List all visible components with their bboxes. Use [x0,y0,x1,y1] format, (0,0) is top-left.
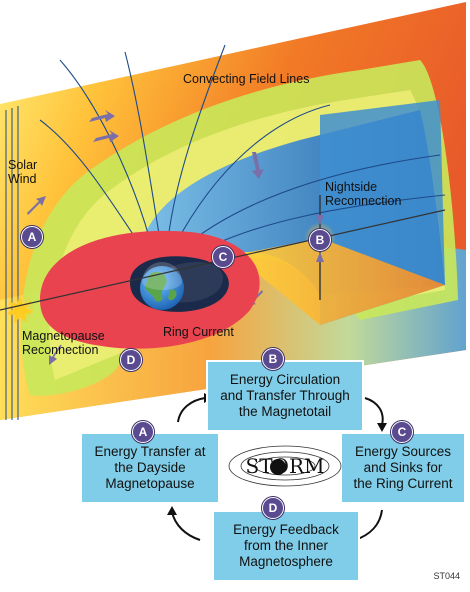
cycle-box-b: Energy Circulation and Transfer Through … [206,360,364,432]
ring-current-label: Ring Current [163,325,234,339]
magnetopause-reconnection-label: Magnetopause Reconnection [22,329,105,357]
cycle-badge-d: D [262,497,284,519]
convecting-field-lines-label: Convecting Field Lines [183,72,310,86]
marker-a: A [21,226,43,248]
figure-code: ST044 [433,571,460,581]
cycle-box-a: Energy Transfer at the Dayside Magnetopa… [80,432,220,504]
marker-b: B [309,229,331,251]
flow-arrows [27,110,264,365]
storm-logo-text: STORM [246,454,325,478]
solar-wind-lines [5,106,19,420]
cycle-box-d: Energy Feedback from the Inner Magnetosp… [212,510,360,582]
storm-logo: STORM [228,445,342,487]
nightside-floor [235,238,445,325]
magnetopause-flash-icon [6,296,34,324]
cycle-badge-b: B [262,348,284,370]
nightside-reconnection-label: Nightside Reconnection [325,180,402,208]
solar-wind-label: Solar Wind [8,158,38,186]
marker-d: D [120,349,142,371]
cycle-badge-a: A [132,421,154,443]
marker-c: C [212,246,234,268]
cycle-badge-c: C [391,421,413,443]
